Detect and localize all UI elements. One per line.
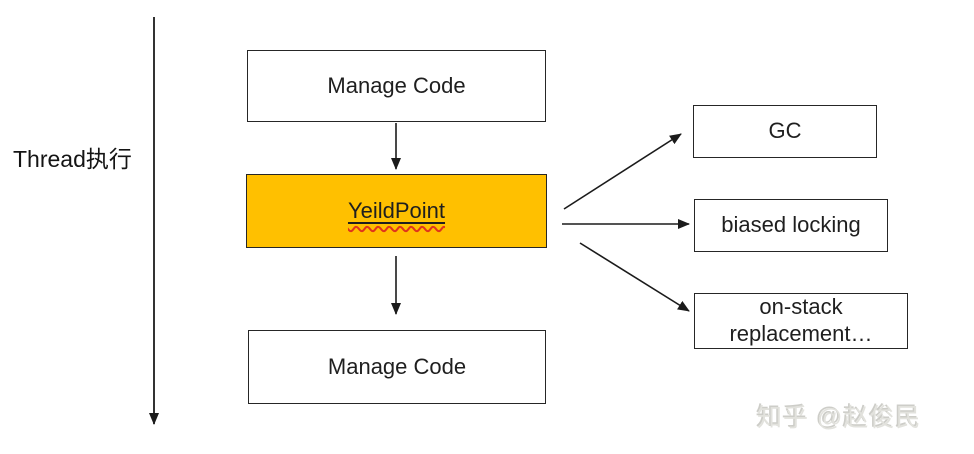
node-yieldpoint: YeildPoint: [246, 174, 547, 248]
node-on-stack-replacement: on-stack replacement…: [694, 293, 908, 349]
node-biased-locking: biased locking: [694, 199, 888, 252]
yieldpoint-label: YeildPoint: [347, 197, 446, 223]
node-on-stack-replacement-label: on-stack replacement…: [729, 294, 873, 346]
arrow-yieldpoint-to-onstack: [579, 242, 690, 312]
node-manage-code-top: Manage Code: [247, 50, 546, 122]
thread-axis-label: Thread执行: [13, 146, 132, 172]
node-manage-code-top-label: Manage Code: [327, 72, 466, 98]
node-manage-code-bottom: Manage Code: [248, 330, 546, 404]
node-gc-label: GC: [768, 118, 802, 144]
zhihu-watermark: 知乎 @赵俊民: [757, 404, 922, 432]
arrow-yieldpoint-to-gc: [563, 133, 682, 210]
yieldpoint-label-squiggle: YeildPoint: [348, 198, 445, 225]
node-biased-locking-label: biased locking: [721, 212, 861, 238]
node-manage-code-bottom-label: Manage Code: [327, 353, 467, 379]
node-gc: GC: [693, 105, 877, 158]
